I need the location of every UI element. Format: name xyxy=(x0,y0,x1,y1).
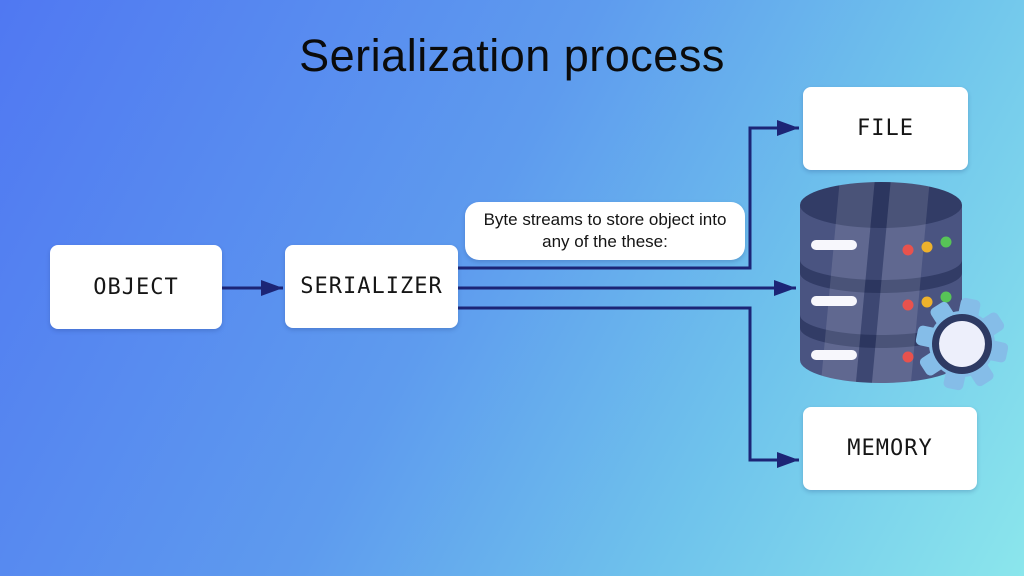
note-line-1: Byte streams to store object into xyxy=(483,209,727,229)
gear-icon xyxy=(915,297,1009,391)
node-memory: MEMORY xyxy=(803,407,977,490)
node-object-label: OBJECT xyxy=(93,274,179,300)
status-dots xyxy=(902,236,952,363)
database-band-1 xyxy=(800,260,962,293)
note-byte-streams: Byte streams to store object into any of… xyxy=(465,202,745,260)
node-object: OBJECT xyxy=(50,245,222,329)
node-file: FILE xyxy=(803,87,968,170)
database-dashes xyxy=(811,240,857,360)
database-top xyxy=(800,182,962,228)
database-highlight-stripes xyxy=(820,182,930,383)
node-file-label: FILE xyxy=(857,116,914,141)
node-serializer: SERIALIZER xyxy=(285,245,458,328)
node-serializer-label: SERIALIZER xyxy=(300,274,443,299)
node-memory-label: MEMORY xyxy=(847,436,933,461)
page-title: Serialization process xyxy=(299,30,725,81)
gear-center xyxy=(939,321,985,367)
arrow-serializer-to-memory xyxy=(458,306,799,468)
database-gear-icon xyxy=(800,182,1009,391)
note-line-2: any of the these: xyxy=(542,232,668,251)
arrow-serializer-to-file xyxy=(458,120,799,270)
